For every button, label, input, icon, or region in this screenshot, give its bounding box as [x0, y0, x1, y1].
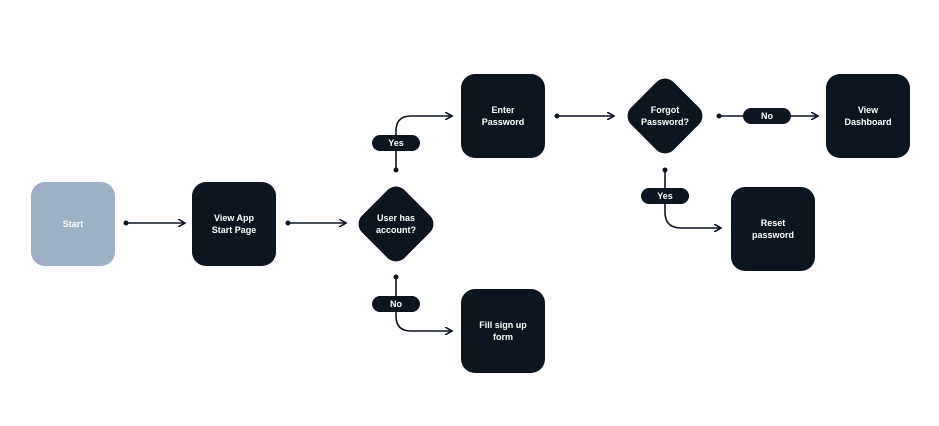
- node-fill-sign-up-label: Fill sign up form: [479, 320, 527, 342]
- decision-user-has-account[interactable]: User has account?: [353, 181, 439, 267]
- edge-enter-to-forgot: [554, 114, 615, 119]
- edge-yes-path: [395, 116, 452, 170]
- edge-label-yes-account: Yes: [372, 135, 420, 151]
- node-start-label: Start: [62, 219, 84, 229]
- decision-user-has-account-label: User has account?: [375, 213, 416, 235]
- node-reset-password-label: Reset password: [751, 218, 794, 240]
- node-reset-password[interactable]: Reset password: [731, 187, 815, 271]
- node-view-dashboard-label: View Dashboard: [844, 105, 892, 127]
- edge-decision-no: [393, 274, 453, 332]
- edge-label-no-account: No: [372, 296, 420, 312]
- decision-forgot-password-label: Forgot Password?: [640, 105, 689, 127]
- node-enter-password[interactable]: Enter Password: [461, 74, 545, 158]
- node-enter-password-label: Enter Password: [481, 105, 525, 127]
- edge-start-to-view-app: [123, 221, 186, 226]
- node-view-app-label: View App Start Page: [211, 213, 257, 235]
- edge-no-path: [395, 277, 452, 331]
- node-start[interactable]: Start: [31, 182, 115, 266]
- edge-decision-yes: [393, 116, 453, 173]
- edge-forgot-yes: [662, 167, 722, 229]
- node-fill-sign-up-form[interactable]: Fill sign up form: [461, 289, 545, 373]
- node-view-app-start-page[interactable]: View App Start Page: [192, 182, 276, 266]
- edge-label-yes-forgot: Yes: [641, 188, 689, 204]
- edge-label-no-forgot: No: [743, 108, 791, 124]
- edge-view-app-to-decision: [285, 221, 347, 226]
- node-view-dashboard[interactable]: View Dashboard: [826, 74, 910, 158]
- decision-forgot-password[interactable]: Forgot Password?: [622, 73, 708, 159]
- edge-forgot-yes-path: [664, 170, 721, 228]
